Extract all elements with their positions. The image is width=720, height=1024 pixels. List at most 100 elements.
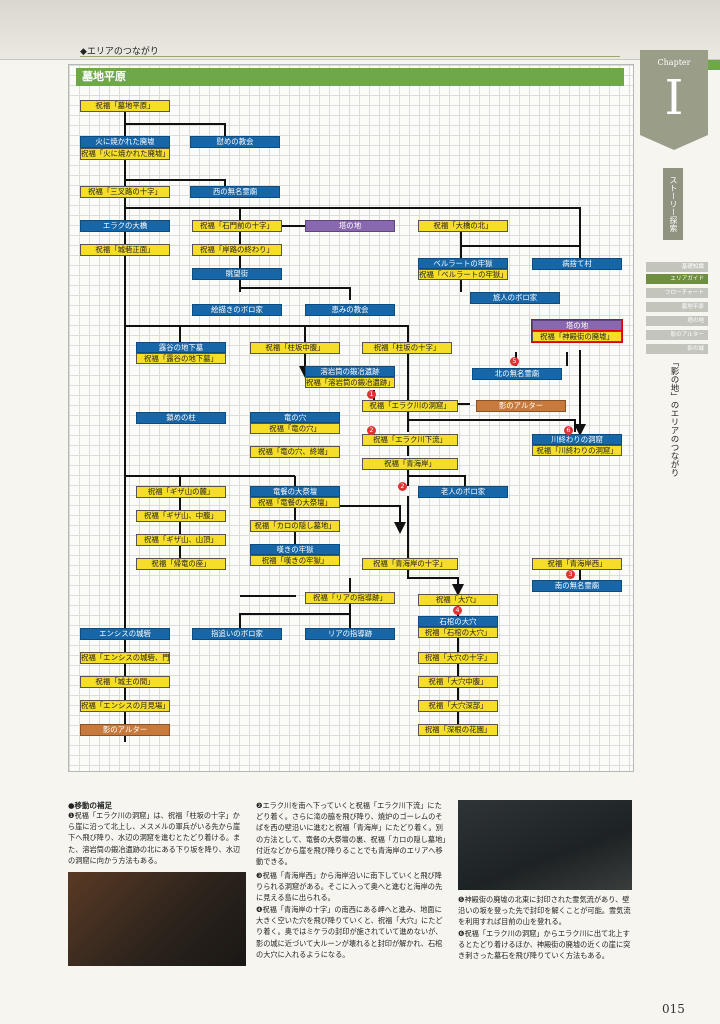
node-shadow-altar[interactable]: 影のアルター [476,400,566,412]
node-shore-end-grace[interactable]: 祝福「岸路の終わり」 [192,244,282,256]
node-sarcophagus-hole[interactable]: 石棺の大穴 [418,616,498,627]
node-moon-view-grace[interactable]: 祝福「エンシスの月見場」 [80,700,170,712]
node-lament-prison[interactable]: 嘆きの牢獄 [250,544,340,555]
node-tower-land-2[interactable]: 塔の地 [531,319,623,332]
sidebar-item-altar[interactable]: 影のアルター [646,330,708,340]
node-coast-west-grace[interactable]: 祝福「青海岸西」 [532,558,622,570]
sidebar-item-basics[interactable]: 基礎知識 [646,262,708,272]
vertical-caption: 「影の地」のエリアのつながり [669,358,679,477]
node-belurat-prison[interactable]: ベルラートの牢獄 [418,258,508,269]
node-enthis-gate-grace[interactable]: 祝福「エンシスの城砦、門前」 [80,652,170,664]
screenshot-spirit-spring [458,800,632,890]
chapter-banner [640,50,708,150]
node-pillar-slope-mid-grace[interactable]: 祝福「柱坂中腹」 [250,342,340,354]
top-band [0,0,720,60]
sidebar-item-castle[interactable]: 影の城 [646,344,708,354]
node-lament-prison-grace[interactable]: 祝福「嘆きの牢獄」 [250,555,340,566]
note-1: ❶祝福「エラク川の洞窟」は、祝福「柱坂の十字」から崖に沿って北上し、メスメルの軍… [68,811,241,865]
node-hole-deep-grace[interactable]: 祝福「大穴深部」 [418,700,498,712]
sidebar-item-flowchart[interactable]: フローチャート [646,288,708,298]
node-bridge-north-grace[interactable]: 祝福「大橋の北」 [418,220,508,232]
node-old-man-shack[interactable]: 老人のボロ家 [418,486,508,498]
notes-heading: ●移動の補足 [68,801,113,810]
node-stone-gate-grace[interactable]: 祝福「石門前の十字」 [192,220,282,232]
node-north-mausoleum[interactable]: 北の無名霊廟 [472,368,562,380]
node-three-path-grace[interactable]: 祝福「三叉路の十字」 [80,186,170,198]
node-sick-village[interactable]: 病捨て村 [532,258,622,270]
node-karo-cemetery-grace[interactable]: 祝福「カロの隠し墓地」 [250,520,340,532]
node-dew-catacomb[interactable]: 露谷の地下墓 [136,342,226,353]
node-south-mausoleum[interactable]: 南の無名霊廟 [532,580,622,592]
node-dragon-pit[interactable]: 竜の穴 [250,412,340,423]
node-ria-guidance-grace[interactable]: 祝福「リアの指導跡」 [305,592,395,604]
node-graveyard-grace[interactable]: 祝福「墓地平原」 [80,100,170,112]
note-3: ❸祝福「青海岸西」から海岸沿いに南下していくと飛び降りられる洞窟がある。そこに入… [256,871,443,903]
node-ellac-lower-grace[interactable]: 祝福「エラク川下流」 [362,434,458,446]
note-4: ❹祝福「青海岸の十字」の南西にある岬へと進み、地面に大きく空いた穴を飛び降りてい… [256,905,443,959]
section-heading: ◆エリアのつながり [80,47,159,57]
node-river-end-cave-grace[interactable]: 祝福「川終わりの洞窟」 [532,445,622,456]
node-coast-cross-grace[interactable]: 祝福「青海岸の十字」 [362,558,458,570]
node-gaol-peak-grace[interactable]: 祝福「ギザ山、山頂」 [136,534,226,546]
node-consolation-church[interactable]: 慰めの教会 [190,136,280,148]
node-dragon-seat-grace[interactable]: 祝福「帰竜の座」 [136,558,226,570]
node-dew-catacomb-grace[interactable]: 祝福「露谷の地下墓」 [136,353,226,364]
sidebar-item-graveyard[interactable]: 墓地平原 [646,302,708,312]
node-burned-ruins[interactable]: 火に焼かれた廃墟 [80,136,170,148]
chapter-number: I [664,70,684,126]
marker-2: 2 [367,426,376,435]
node-lava-forge[interactable]: 溶岩筒の鍛冶遺跡 [305,366,395,377]
node-river-end-cave[interactable]: 川終わりの洞窟 [532,434,622,445]
node-pillar-slope-cross-grace[interactable]: 祝福「柱坂の十字」 [362,342,452,354]
area-title: 墓地平原 [76,68,624,86]
note-5: ❺神殿街の廃墟の北東に封印された霊気流があり、壁沿いの坂を登った先で封印を解くこ… [458,895,631,927]
node-shadow-altar-2[interactable]: 影のアルター [80,724,170,736]
marker-1: 1 [367,390,376,399]
node-temple-ruins-grace[interactable]: 祝福「神殿街の廃墟」 [531,330,623,343]
node-finger-shack[interactable]: 指追いのボロ家 [192,628,282,640]
marker-4: 4 [453,606,462,615]
node-dragon-pit-end-grace[interactable]: 祝福「竜の穴、終端」 [250,446,340,458]
sidebar-item-area-guide[interactable]: エリアガイド [646,274,708,284]
node-dragon-altar-grace[interactable]: 祝福「竜餐の大祭壇」 [250,497,340,508]
node-tower-land[interactable]: 塔の地 [305,220,395,232]
node-belurat-prison-grace[interactable]: 祝福「ベルラートの牢獄」 [418,269,508,280]
node-lord-hall-grace[interactable]: 祝福「城主の間」 [80,676,170,688]
node-west-mausoleum[interactable]: 西の無名霊廟 [190,186,280,198]
node-gaol-foot-grace[interactable]: 祝福「ギザ山の麓」 [136,486,226,498]
node-burned-ruins-grace[interactable]: 祝福「火に焼かれた廃墟」 [80,148,170,160]
marker-3: 3 [566,570,575,579]
node-lava-forge-grace[interactable]: 祝福「溶岩筒の鍛冶遺跡」 [305,377,395,388]
node-hole-mid-grace[interactable]: 祝福「大穴中腹」 [418,676,498,688]
node-fort-front-grace[interactable]: 祝福「城砦正面」 [80,244,170,256]
marker-5: 5 [510,357,519,366]
node-traveler-shack[interactable]: 旅人のボロ家 [470,292,560,304]
node-ellac-bridge[interactable]: エラクの大橋 [80,220,170,232]
node-blue-coast-grace[interactable]: 祝福「青海岸」 [362,458,458,470]
node-lookout-town[interactable]: 眺望街 [192,268,282,280]
section-rule [80,56,620,57]
node-enthis-fort[interactable]: エンシスの城砦 [80,628,170,640]
node-dragon-altar[interactable]: 竜餐の大祭壇 [250,486,340,497]
node-dragon-pit-grace[interactable]: 祝福「竜の穴」 [250,423,340,434]
chapter-label: Chapter [657,58,691,67]
page-number: 015 [662,1002,685,1016]
node-ria-guidance[interactable]: リアの指導跡 [305,628,395,640]
node-gaol-mid-grace[interactable]: 祝福「ギザ山、中腹」 [136,510,226,522]
node-painter-shack[interactable]: 絵描きのボロ家 [192,304,282,316]
green-tab [708,60,720,70]
node-grace-church[interactable]: 恵みの教会 [305,304,395,316]
node-sarcophagus-hole-grace[interactable]: 祝福「石棺の大穴」 [418,627,498,638]
node-ellac-cave-grace[interactable]: 祝福「エラク川の洞窟」 [362,400,458,412]
note-6: ❻祝福「エラク川の洞窟」からエラク川に出て北上するとたどり着けるほか、神殿街の廃… [458,929,631,961]
node-suppression-pillar[interactable]: 鎖めの柱 [136,412,226,424]
note-2: ❷エラク川を南へ下っていくと祝福「エラク川下流」にたどり着く。さらに滝の脇を飛び… [256,801,446,867]
node-hole-cross-grace[interactable]: 祝福「大穴の十字」 [418,652,498,664]
node-deep-root-garden-grace[interactable]: 祝福「深根の花園」 [418,724,498,736]
marker-2b: 2 [398,482,407,491]
story-tab[interactable]: ストーリー探索 [663,168,683,240]
node-great-hole-grace[interactable]: 祝福「大穴」 [418,594,498,606]
sidebar-item-tower[interactable]: 塔の地 [646,316,708,326]
screenshot-cave [68,872,246,966]
